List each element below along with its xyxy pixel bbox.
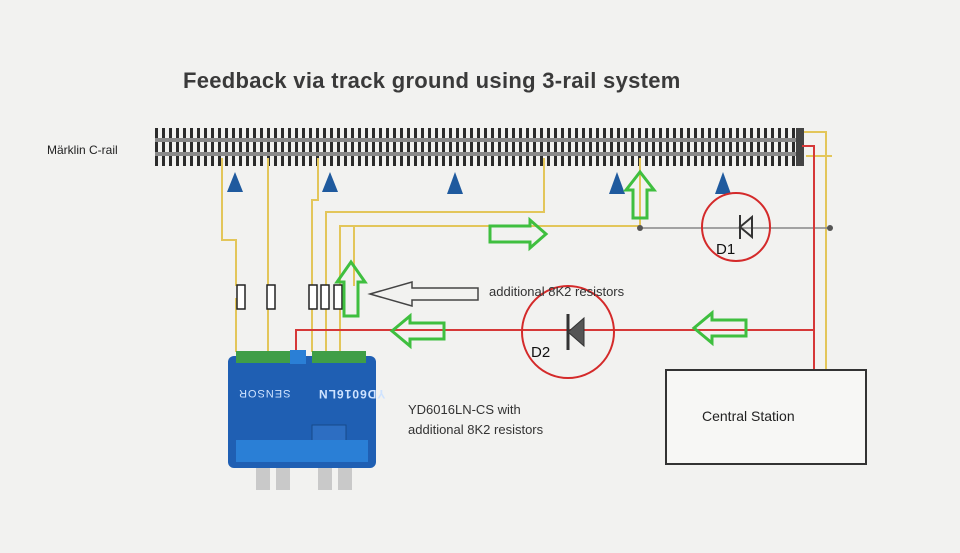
flow-arrow-icon bbox=[691, 309, 748, 347]
track-marker-icon bbox=[322, 172, 338, 192]
module-caption-line: additional 8K2 resistors bbox=[408, 422, 544, 437]
track-sleepers bbox=[155, 128, 800, 166]
flow-arrow-icon bbox=[389, 312, 446, 350]
module-connector bbox=[290, 350, 306, 364]
marklin-c-rail-track bbox=[155, 128, 804, 166]
track-marker-icon bbox=[447, 172, 463, 194]
d1-highlight-circle bbox=[701, 192, 771, 262]
module-plug bbox=[318, 468, 332, 490]
module-terminal-block bbox=[236, 351, 290, 363]
rail-label: Märklin C-rail bbox=[47, 143, 118, 157]
flow-arrow-icon bbox=[334, 259, 368, 318]
resistor-icon bbox=[333, 284, 343, 310]
track-marker-icon bbox=[715, 172, 731, 194]
module-pins bbox=[236, 440, 368, 462]
module-brand-print: YD6016LN bbox=[318, 387, 386, 401]
module-plug bbox=[338, 468, 352, 490]
resistor-icon bbox=[308, 284, 318, 310]
diode-d2 bbox=[521, 285, 615, 379]
diagram-title: Feedback via track ground using 3-rail s… bbox=[183, 68, 681, 93]
central-station-box bbox=[665, 369, 867, 465]
module-sensor-print: SENSOR bbox=[238, 387, 291, 399]
track-markers bbox=[227, 172, 731, 194]
resistor-note: additional 8K2 resistors bbox=[489, 284, 625, 299]
module-plug bbox=[256, 468, 270, 490]
d2-label: D2 bbox=[531, 344, 551, 361]
central-station-label: Central Station bbox=[702, 408, 795, 424]
ground-wire bbox=[339, 158, 641, 286]
track-rail-top bbox=[155, 138, 800, 142]
ground-wire bbox=[221, 158, 237, 286]
ground-wire bbox=[325, 158, 545, 286]
track-rail-bottom bbox=[155, 152, 800, 156]
d2-highlight-circle bbox=[521, 285, 615, 379]
diode-icon bbox=[738, 214, 753, 240]
feedback-wires bbox=[295, 145, 815, 372]
feedback-module bbox=[228, 350, 376, 490]
junction-dot bbox=[827, 225, 833, 231]
d1-label: D1 bbox=[716, 241, 736, 258]
resistor-icon bbox=[266, 284, 276, 310]
track-marker-icon bbox=[609, 172, 625, 194]
feedback-wire bbox=[295, 145, 815, 356]
flow-arrow-icon bbox=[488, 216, 549, 252]
junction-dot bbox=[637, 225, 643, 231]
ground-wire bbox=[311, 158, 319, 286]
resistors bbox=[236, 284, 343, 310]
resistor-icon bbox=[236, 284, 246, 310]
track-end-cap bbox=[796, 128, 804, 166]
flow-arrow-icon bbox=[622, 169, 658, 220]
resistor-icon bbox=[320, 284, 330, 310]
ground-wires bbox=[221, 131, 832, 370]
module-caption-line: YD6016LN-CS with bbox=[408, 402, 521, 417]
outline-arrow-icon bbox=[367, 281, 479, 307]
diode-icon bbox=[566, 314, 585, 350]
ground-wire bbox=[804, 131, 827, 370]
diode-d1 bbox=[637, 192, 833, 262]
flow-arrows bbox=[334, 169, 748, 350]
track-marker-icon bbox=[227, 172, 243, 192]
module-plug bbox=[276, 468, 290, 490]
module-terminal-block bbox=[312, 351, 366, 363]
